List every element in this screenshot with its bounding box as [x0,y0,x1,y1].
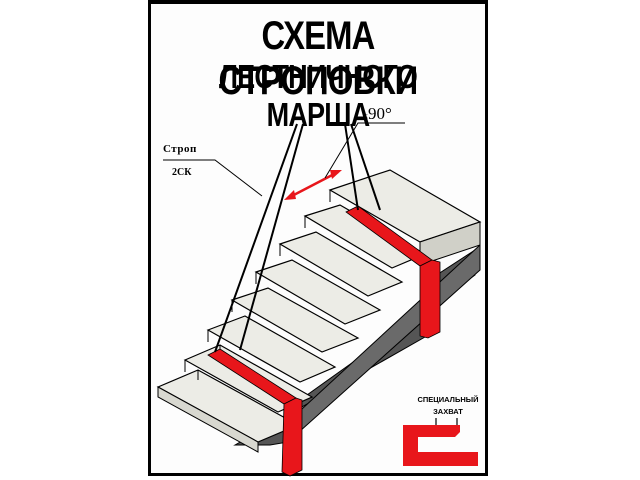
special-grip-label: СПЕЦИАЛЬНЫЙ ЗАХВАТ [398,394,498,418]
leader-lines [163,122,405,197]
angle-value: 90° [367,104,392,123]
grip-detail-icon [403,418,478,466]
sling-name-label: Строп [163,143,197,155]
sling-left-pair [214,123,304,353]
special-grip-line-2: ЗАХВАТ [433,407,463,416]
title-line-1: СХЕМА СТРОПОВКИ [218,14,419,103]
title-line-2: ЛЕСТНИЧНОГО МАРША [218,58,418,133]
angle-label: ≤90° [363,104,392,124]
lower-grip [207,348,303,477]
upper-grip [345,205,441,339]
special-grip-line-1: СПЕЦИАЛЬНЫЙ [417,395,479,404]
angle-prefix: ≤ [363,111,368,121]
angle-arrow [284,170,342,200]
sling-type-label: 2СК [172,167,192,178]
sling-right-pair [344,123,381,211]
